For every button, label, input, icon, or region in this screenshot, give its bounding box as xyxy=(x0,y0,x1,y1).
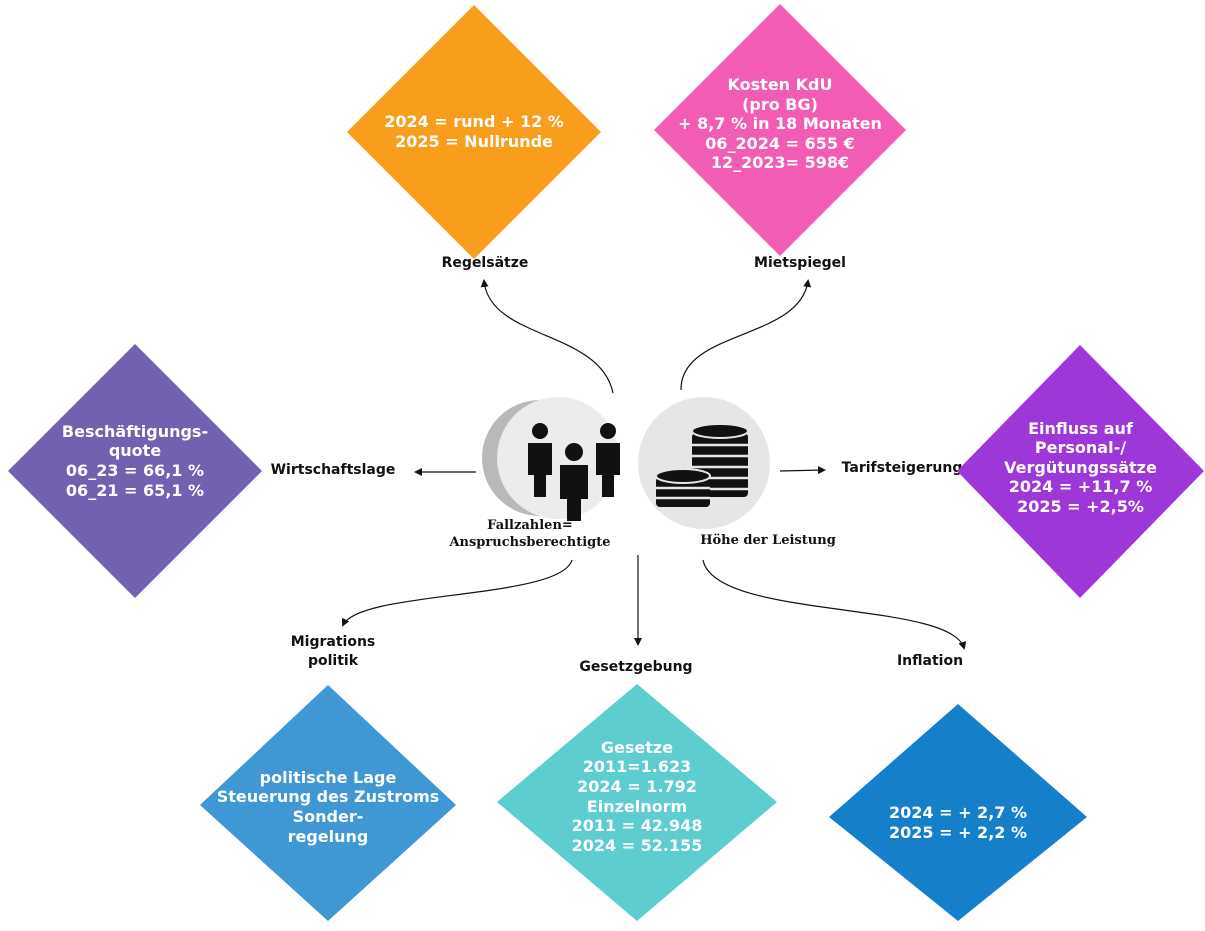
people-icon xyxy=(482,397,620,521)
tarifsteigerung-line-3: Vergütungssätze xyxy=(1004,457,1157,477)
arrow-to-tarifsteigerung xyxy=(779,466,826,475)
label-tarifsteigerung: Tarifsteigerung xyxy=(841,460,963,476)
gesetzgebung-line-4: Einzelnorm xyxy=(586,796,688,816)
migration-line-3: Sonder- xyxy=(292,807,364,826)
inflation-shape xyxy=(829,704,1087,921)
gesetzgebung-line-2: 2011=1.623 xyxy=(582,757,692,777)
benefit-amount-label: Höhe der Leistung xyxy=(700,533,836,548)
regelsaetze-shape xyxy=(347,5,601,259)
wirtschaftslage-line-1: Beschäftigungs- xyxy=(61,421,209,441)
gesetzgebung-line-3: 2024 = 1.792 xyxy=(577,776,697,796)
tarifsteigerung-shape xyxy=(957,345,1204,598)
gesetzgebung-line-1: Gesetze xyxy=(600,737,674,757)
label-wirtschaftslage: Wirtschaftslage xyxy=(270,462,396,478)
label-migration: Migrations politik xyxy=(268,633,398,671)
label-migration-line-2: politik xyxy=(307,652,359,669)
tarifsteigerung-diamond: Einfluss auf Personal-/ Vergütungssätze … xyxy=(957,345,1204,598)
mietspiegel-shape xyxy=(654,4,906,256)
label-gesetzgebung: Gesetzgebung xyxy=(579,659,693,675)
migration-line-4: regelung xyxy=(287,826,369,846)
migration-line-2: Steuerung des Zustroms xyxy=(216,787,440,807)
wirtschaftslage-line-3: 06_23 = 66,1 % xyxy=(65,461,205,480)
label-regelsaetze: Regelsätze xyxy=(441,255,529,271)
inflation-diamond: 2024 = + 2,7 % 2025 = + 2,2 % xyxy=(829,704,1087,921)
wirtschaftslage-line-2: quote xyxy=(108,441,162,461)
mietspiegel-line-4: 06_2024 = 655 € xyxy=(705,133,855,153)
coins-icon xyxy=(638,397,770,529)
migration-diamond: politische Lage Steuerung des Zustroms S… xyxy=(200,685,456,921)
mietspiegel-diamond: Kosten KdU (pro BG) + 8,7 % in 18 Monate… xyxy=(654,4,906,256)
gesetzgebung-shape xyxy=(497,684,777,921)
inflation-line-2: 2025 = + 2,2 % xyxy=(889,822,1027,842)
label-inflation: Inflation xyxy=(896,653,964,669)
benefit-amount-node xyxy=(636,395,772,531)
arrow-to-regelsaetze xyxy=(480,279,614,394)
regelsaetze-line-2: 2025 = Nullrunde xyxy=(395,132,553,151)
mietspiegel-line-1: Kosten KdU xyxy=(727,75,833,95)
tarifsteigerung-line-4: 2024 = +11,7 % xyxy=(1008,477,1153,497)
case-numbers-node xyxy=(478,393,638,523)
arrow-to-mietspiegel xyxy=(680,279,812,391)
migration-shape xyxy=(200,685,456,921)
mietspiegel-line-5: 12_2023= 598€ xyxy=(710,153,850,173)
tarifsteigerung-line-5: 2025 = +2,5% xyxy=(1017,496,1144,516)
wirtschaftslage-line-4: 06_21 = 65,1 % xyxy=(65,480,205,500)
case-numbers-label-line-2: Anspruchsberechtigte xyxy=(449,534,611,550)
mietspiegel-line-3: + 8,7 % in 18 Monaten xyxy=(678,114,882,134)
wirtschaftslage-shape xyxy=(8,344,262,598)
regelsaetze-line-1: 2024 = rund + 12 % xyxy=(384,112,564,132)
wirtschaftslage-diamond: Beschäftigungs- quote 06_23 = 66,1 % 06_… xyxy=(8,344,262,598)
mietspiegel-line-2: (pro BG) xyxy=(742,94,818,114)
tarifsteigerung-line-1: Einfluss auf xyxy=(1028,418,1133,438)
gesetzgebung-line-6: 2024 = 52.155 xyxy=(571,835,703,855)
label-migration-line-1: Migrations xyxy=(290,634,376,650)
case-numbers-label: Fallzahlen= Anspruchsberechtigte xyxy=(420,518,640,552)
gesetzgebung-line-5: 2011 = 42.948 xyxy=(571,816,703,836)
migration-line-1: politische Lage xyxy=(259,767,397,787)
arrow-to-inflation xyxy=(702,559,967,650)
arrow-to-migration xyxy=(342,559,573,627)
tarifsteigerung-line-2: Personal-/ xyxy=(1034,438,1127,458)
case-numbers-label-line-1: Fallzahlen= xyxy=(487,518,573,533)
gesetzgebung-diamond: Gesetze 2011=1.623 2024 = 1.792 Einzelno… xyxy=(497,684,777,921)
inflation-line-1: 2024 = + 2,7 % xyxy=(889,802,1027,822)
label-mietspiegel: Mietspiegel xyxy=(754,255,846,271)
regelsaetze-diamond: 2024 = rund + 12 % 2025 = Nullrunde xyxy=(347,5,601,259)
